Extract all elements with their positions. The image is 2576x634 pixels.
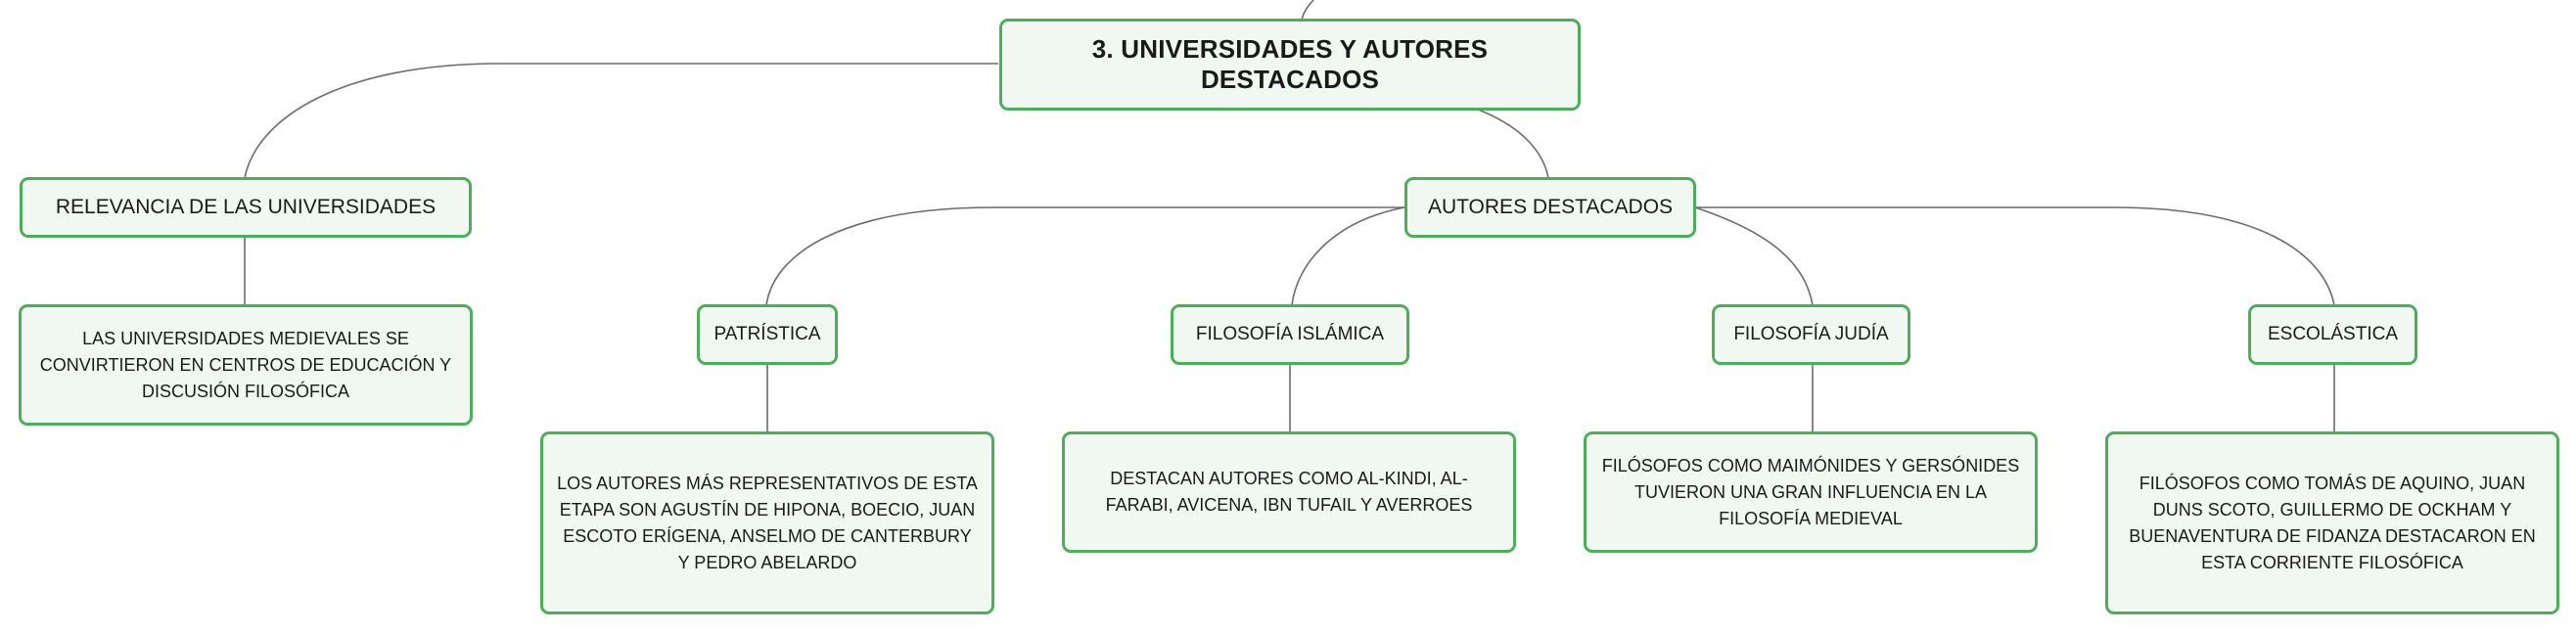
patristica-node-label: PATRÍSTICA [713,324,821,344]
relevance-description-text: LAS UNIVERSIDADES MEDIEVALES SE CONVIRTI… [39,328,452,401]
filosofia-judia-description-text: FILÓSOFOS COMO MAIMÓNIDES Y GERSÓNIDES T… [1601,455,2020,528]
relevance-node[interactable]: RELEVANCIA DE LAS UNIVERSIDADES [20,177,472,238]
filosofia-islamica-node-label: FILOSOFÍA ISLÁMICA [1195,324,1385,344]
escolastica-description-text: FILÓSOFOS COMO TOMÁS DE AQUINO, JUAN DUN… [2129,473,2536,572]
filosofia-judia-node-label: FILOSOFÍA JUDÍA [1733,324,1889,344]
relevance-description-node[interactable]: LAS UNIVERSIDADES MEDIEVALES SE CONVIRTI… [19,304,473,426]
connector-authors-patristica [765,206,1404,306]
authors-node-label: AUTORES DESTACADOS [1427,196,1674,218]
patristica-description-node[interactable]: LOS AUTORES MÁS REPRESENTATIVOS DE ESTA … [540,431,994,614]
patristica-description-text: LOS AUTORES MÁS REPRESENTATIVOS DE ESTA … [557,473,978,572]
connector-authors-judia [1694,206,1814,306]
root-node-label: 3. UNIVERSIDADES Y AUTORES DESTACADOS [1091,34,1489,94]
escolastica-description-node[interactable]: FILÓSOFOS COMO TOMÁS DE AQUINO, JUAN DUN… [2105,431,2559,614]
relevance-node-label: RELEVANCIA DE LAS UNIVERSIDADES [55,196,437,218]
patristica-node[interactable]: PATRÍSTICA [697,304,838,365]
root-node[interactable]: 3. UNIVERSIDADES Y AUTORES DESTACADOS [999,19,1581,111]
escolastica-node[interactable]: ESCOLÁSTICA [2248,304,2417,365]
authors-node[interactable]: AUTORES DESTACADOS [1404,177,1696,238]
connector-root-relevance [244,63,998,179]
connector-root-parent [1301,0,1314,21]
connector-root-authors [1472,107,1549,179]
filosofia-islamica-description-text: DESTACAN AUTORES COMO AL-KINDI, AL-FARAB… [1105,469,1473,515]
escolastica-node-label: ESCOLÁSTICA [2267,324,2399,344]
filosofia-judia-description-node[interactable]: FILÓSOFOS COMO MAIMÓNIDES Y GERSÓNIDES T… [1584,431,2038,553]
filosofia-islamica-node[interactable]: FILOSOFÍA ISLÁMICA [1171,304,1409,365]
filosofia-judia-node[interactable]: FILOSOFÍA JUDÍA [1712,304,1910,365]
filosofia-islamica-description-node[interactable]: DESTACAN AUTORES COMO AL-KINDI, AL-FARAB… [1062,431,1516,553]
connector-authors-escolastica [1695,206,2335,306]
connector-authors-islamica [1291,206,1405,306]
